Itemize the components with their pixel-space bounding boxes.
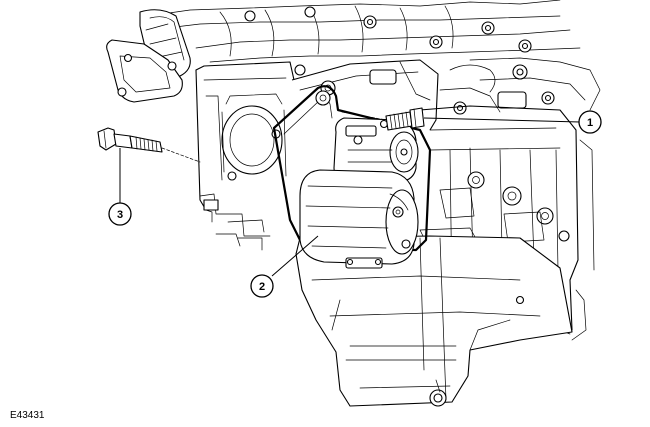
starter-motor [272, 85, 432, 269]
engine-block [106, 0, 601, 341]
bolt-1 [385, 107, 425, 131]
callout-2: 2 [250, 274, 274, 298]
callout-2-label: 2 [259, 281, 265, 293]
figure-id: E43431 [10, 410, 45, 421]
callout-1: 1 [578, 110, 602, 134]
bolt-3 [97, 127, 163, 153]
callout-3: 3 [108, 202, 132, 226]
callout-3-label: 3 [117, 209, 123, 221]
callout-1-label: 1 [587, 117, 593, 129]
leader-lines [119, 111, 581, 277]
oil-pan [295, 235, 573, 407]
